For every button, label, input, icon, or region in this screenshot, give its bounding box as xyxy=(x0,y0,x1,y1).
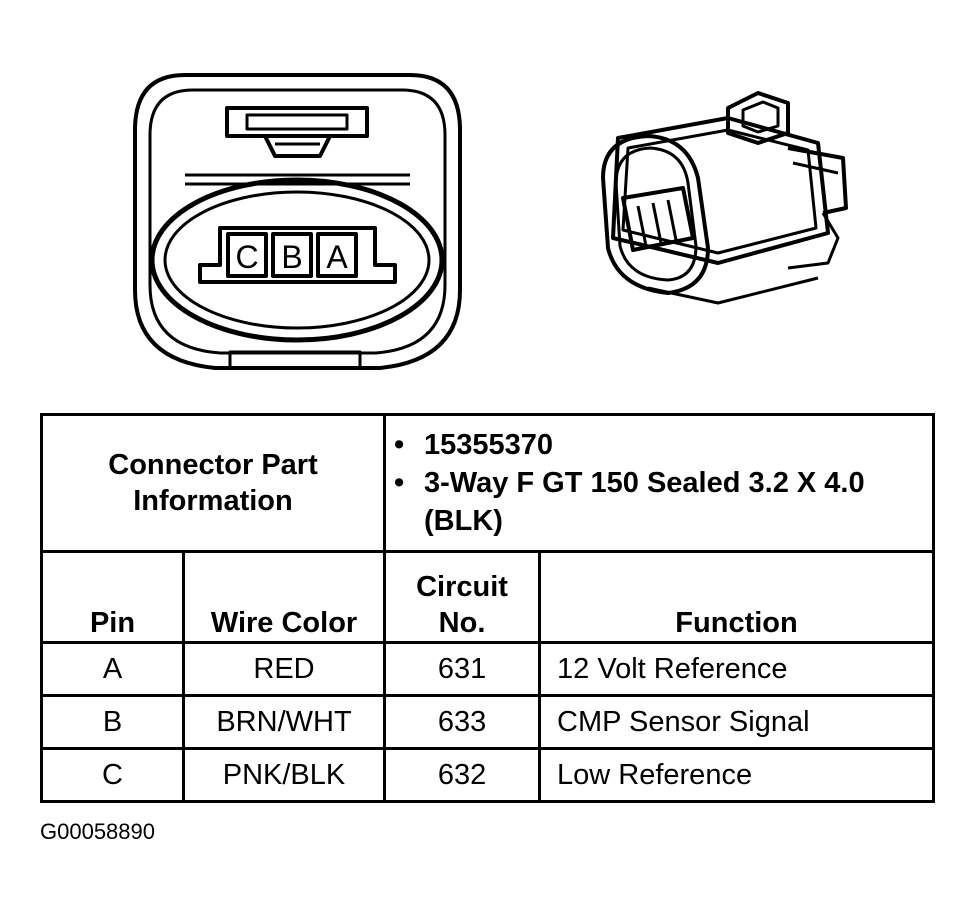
part-info-row: Connector Part Information 15355370 3-Wa… xyxy=(39,413,936,553)
table-row: A RED 631 12 Volt Reference xyxy=(40,641,936,697)
function-cell: 12 Volt Reference xyxy=(538,641,936,697)
part-info-label: Connector Part Information xyxy=(39,413,387,553)
part-info-list: 15355370 3-Way F GT 150 Sealed 3.2 X 4.0… xyxy=(383,413,936,553)
header-wire-color: Wire Color xyxy=(181,550,387,644)
pin-label-b: B xyxy=(281,239,302,275)
pin-label-c: C xyxy=(235,239,258,275)
pin-label-a: A xyxy=(326,239,348,275)
part-description: 3-Way F GT 150 Sealed 3.2 X 4.0 (BLK) xyxy=(394,464,924,540)
table-row: B BRN/WHT 633 CMP Sensor Signal xyxy=(40,694,936,750)
pin-cell: C xyxy=(40,747,185,803)
connector-info-table: Connector Part Information 15355370 3-Wa… xyxy=(39,413,936,803)
header-circuit-no: Circuit No. xyxy=(383,550,542,644)
column-header-row: Pin Wire Color Circuit No. Function xyxy=(40,550,936,644)
table-row: C PNK/BLK 632 Low Reference xyxy=(40,747,936,803)
part-number: 15355370 xyxy=(394,426,924,464)
pin-cell: B xyxy=(40,694,185,750)
connector-side-view xyxy=(601,91,848,305)
function-cell: CMP Sensor Signal xyxy=(538,694,936,750)
header-pin: Pin xyxy=(40,550,185,644)
circuit-cell: 631 xyxy=(383,641,542,697)
connector-front-view: C B A xyxy=(133,73,462,370)
header-function: Function xyxy=(538,550,936,644)
wire-color-cell: RED xyxy=(181,641,387,697)
function-cell: Low Reference xyxy=(538,747,936,803)
wire-color-cell: BRN/WHT xyxy=(181,694,387,750)
figure-id: G00058890 xyxy=(40,819,155,844)
wire-color-cell: PNK/BLK xyxy=(181,747,387,803)
pin-cell: A xyxy=(40,641,185,697)
circuit-cell: 633 xyxy=(383,694,542,750)
circuit-cell: 632 xyxy=(383,747,542,803)
